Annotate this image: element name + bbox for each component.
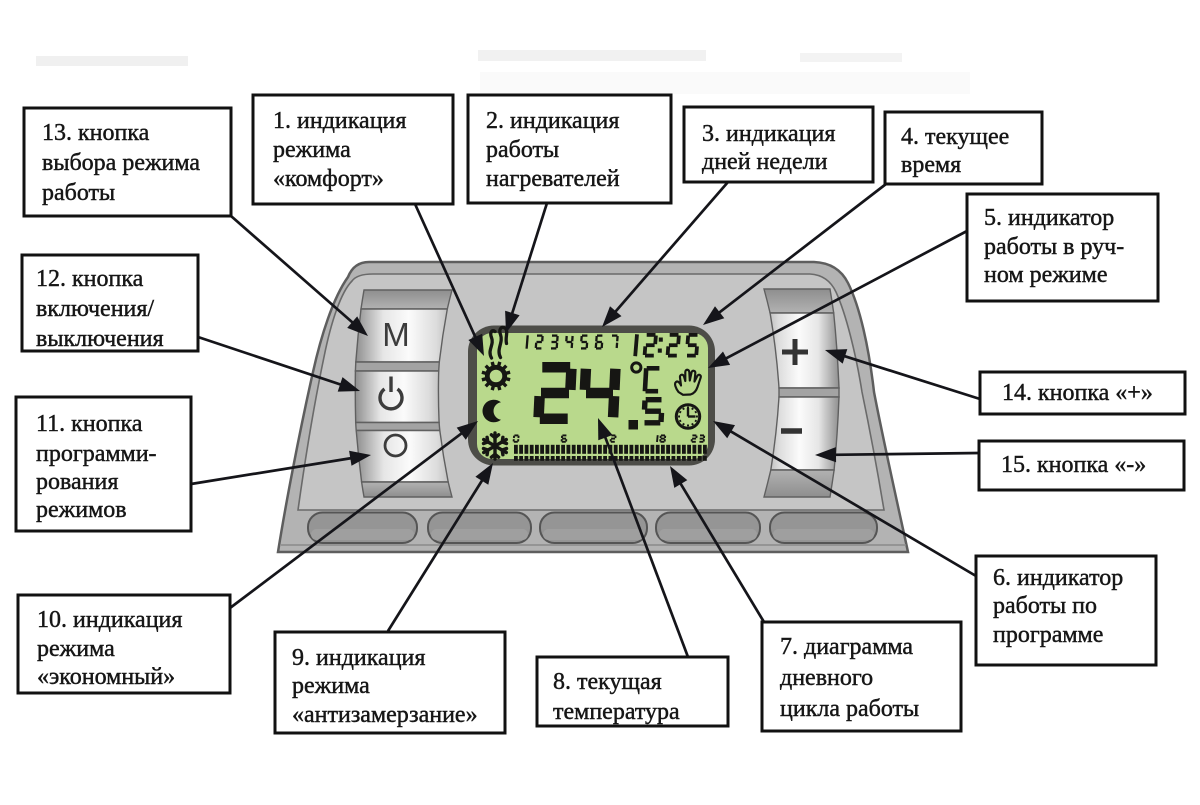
svg-text:рования: рования <box>36 469 118 495</box>
svg-text:дней недели: дней недели <box>702 149 828 175</box>
svg-text:8. текущая: 8. текущая <box>553 669 662 695</box>
svg-text:M: M <box>382 316 410 353</box>
svg-text:4. текущее: 4. текущее <box>901 124 1009 150</box>
svg-text:нагревателей: нагревателей <box>486 166 620 192</box>
svg-text:режима: режима <box>273 137 351 163</box>
svg-text:включения/: включения/ <box>36 296 154 322</box>
svg-text:«комфорт»: «комфорт» <box>273 166 384 192</box>
svg-text:программи-: программи- <box>36 441 157 467</box>
svg-text:«экономный»: «экономный» <box>37 664 175 690</box>
svg-text:режимов: режимов <box>36 497 127 523</box>
svg-text:12. кнопка: 12. кнопка <box>36 266 144 292</box>
svg-text:11. кнопка: 11. кнопка <box>36 411 143 437</box>
svg-text:7. диаграмма: 7. диаграмма <box>780 634 913 660</box>
svg-text:3. индикация: 3. индикация <box>702 121 835 147</box>
svg-text:выбора режима: выбора режима <box>42 150 200 176</box>
svg-text:программе: программе <box>993 622 1103 648</box>
svg-text:6. индикатор: 6. индикатор <box>993 565 1123 591</box>
svg-text:время: время <box>901 152 961 178</box>
svg-text:2. индикация: 2. индикация <box>486 108 619 134</box>
svg-text:ном режиме: ном режиме <box>984 262 1108 288</box>
svg-text:10. индикация: 10. индикация <box>37 607 182 633</box>
svg-text:выключения: выключения <box>36 326 164 352</box>
svg-text:1. индикация: 1. индикация <box>273 108 406 134</box>
svg-text:температура: температура <box>553 699 680 725</box>
svg-text:работы: работы <box>42 180 115 206</box>
svg-text:работы в руч-: работы в руч- <box>984 234 1124 260</box>
svg-text:14. кнопка «+»: 14. кнопка «+» <box>1002 380 1153 406</box>
svg-text:работы: работы <box>486 137 559 163</box>
svg-text:цикла работы: цикла работы <box>780 696 919 722</box>
svg-text:режима: режима <box>37 636 115 662</box>
svg-text:режима: режима <box>292 673 370 699</box>
svg-text:«антизамерзание»: «антизамерзание» <box>292 702 478 728</box>
svg-text:5. индикатор: 5. индикатор <box>984 205 1114 231</box>
svg-text:13. кнопка: 13. кнопка <box>42 120 150 146</box>
svg-text:работы по: работы по <box>993 593 1097 619</box>
svg-text:9. индикация: 9. индикация <box>292 645 425 671</box>
svg-text:дневного: дневного <box>780 665 873 691</box>
svg-text:15. кнопка «-»: 15. кнопка «-» <box>1001 452 1146 478</box>
